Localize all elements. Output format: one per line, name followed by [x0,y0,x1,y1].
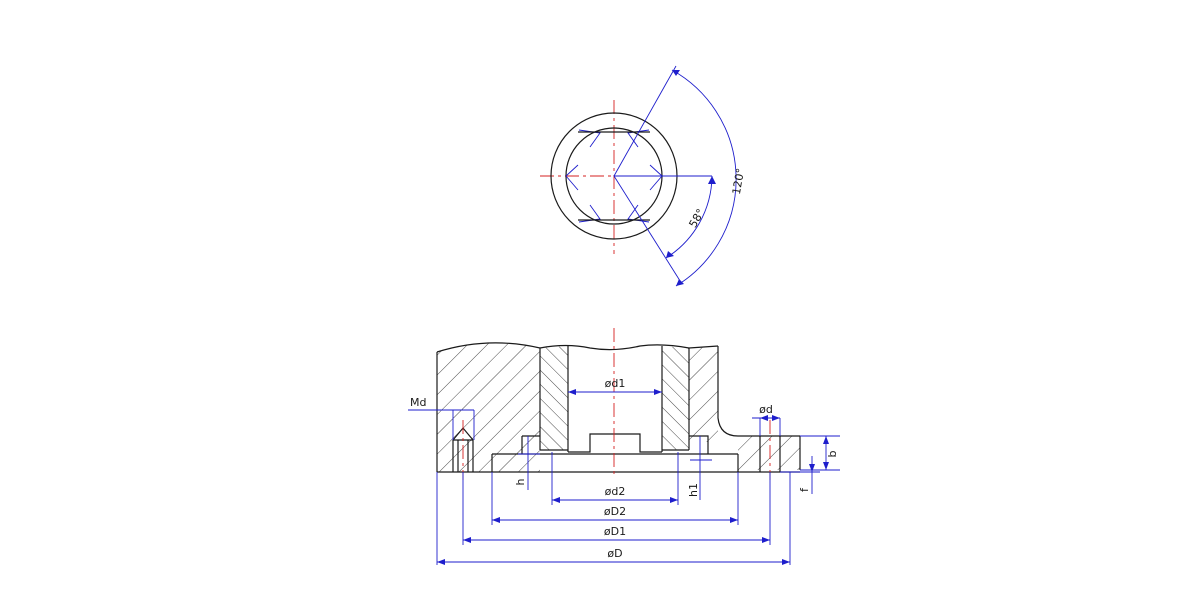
label-b: b [826,450,839,457]
dim-D: øD [436,472,791,565]
dim-b: b [800,435,840,471]
label-d2: ød2 [605,485,626,498]
hatch-inner-right [662,346,689,450]
dim-D1: øD1 [462,472,771,545]
dim-md: Md [408,396,475,440]
label-D: øD [607,547,622,560]
section-outline [436,342,801,473]
hatch-left-body [437,342,540,472]
dim-D2: øD2 [491,472,739,525]
top-view: 120° 58° [540,65,747,287]
dim-hole-d: ød [752,403,781,436]
section-view: ød1 Md ød b [408,328,840,565]
dim-h1: h1 [687,436,712,500]
label-D2: øD2 [604,505,626,518]
hatch-inner-left [540,346,568,450]
label-d1: ød1 [605,377,626,390]
label-hole-d: ød [759,403,773,416]
label-md: Md [410,396,426,409]
label-h1: h1 [687,483,700,497]
angle-120-label: 120° [730,167,747,195]
dim-d1: ød1 [568,377,662,395]
angle-120-dimension: 120° [613,65,747,287]
label-D1: øD1 [604,525,626,538]
angle-58-label: 58° [686,207,707,230]
label-f: f [798,487,811,492]
dim-f: f [780,456,820,494]
dim-h: h [514,436,540,490]
label-h: h [514,478,527,485]
dim-d2: ød2 [551,452,679,505]
hatch-right-body [689,346,718,442]
hatch-flange [738,436,800,470]
